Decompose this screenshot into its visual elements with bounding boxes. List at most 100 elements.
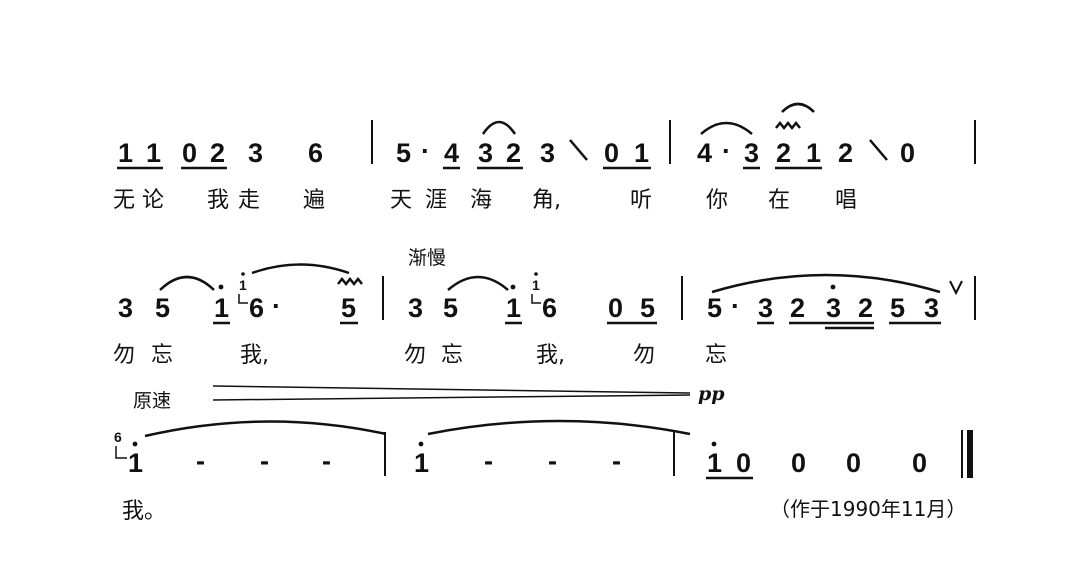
- note: 0: [912, 448, 927, 478]
- note: 3: [924, 293, 939, 323]
- slur: [159, 275, 215, 291]
- note: 1: [414, 448, 429, 478]
- lyric: 我,: [536, 343, 565, 368]
- note: 0: [182, 138, 197, 168]
- high-dot: [711, 441, 717, 447]
- slur: [427, 419, 691, 436]
- lyric: 涯: [425, 188, 447, 213]
- note: 2: [838, 138, 853, 168]
- lyric: 忘: [441, 343, 463, 368]
- slur: [781, 102, 815, 113]
- note: 2: [210, 138, 225, 168]
- dash: -: [612, 446, 621, 476]
- high-dot: [510, 284, 516, 290]
- lyric: 勿: [404, 343, 426, 368]
- breath-mark: [949, 280, 963, 296]
- lyric: 角,: [532, 188, 561, 213]
- note: 1: [128, 448, 143, 478]
- high-dot: [418, 441, 424, 447]
- lyric: 忘: [705, 343, 727, 368]
- diminuendo-hairpin: [212, 394, 691, 401]
- note: 6: [542, 293, 557, 323]
- note: 1: [707, 448, 722, 478]
- note: 3: [744, 138, 759, 168]
- system-1: 1 1 0 2 3 6 5 · 4 3 2 3 0 1 4 · 3 2 1 2 …: [113, 102, 976, 213]
- note: 1: [214, 293, 229, 323]
- lyric: 我,: [240, 343, 269, 368]
- breath-mark: [869, 139, 888, 161]
- dash: -: [484, 446, 493, 476]
- note: 0: [846, 448, 861, 478]
- lyric: 勿: [113, 343, 135, 368]
- note: 2: [790, 293, 805, 323]
- note: 6: [308, 138, 323, 168]
- grace-tie: [115, 446, 127, 459]
- lyric: 在: [768, 188, 790, 213]
- dash: -: [322, 446, 331, 476]
- high-dot: [830, 284, 836, 290]
- note: 1: [118, 138, 133, 168]
- slur: [447, 275, 509, 291]
- note: 3: [540, 138, 555, 168]
- note: 0: [900, 138, 915, 168]
- note: 1: [506, 293, 521, 323]
- note: 4: [444, 138, 459, 168]
- system-3: 原速 pp 6 1 - - - 1 - - - 1 0 0 0 0 我。 （作于…: [114, 383, 973, 524]
- note: 5: [640, 293, 655, 323]
- lyric: 你: [706, 188, 728, 213]
- note: 2: [776, 138, 791, 168]
- mordent-mark: [337, 276, 363, 287]
- lyric: 走: [238, 188, 260, 213]
- slur: [711, 273, 941, 294]
- composition-date-note: （作于1990年11月）: [770, 497, 966, 521]
- lyric: 听: [630, 188, 652, 213]
- breath-mark: [569, 139, 588, 161]
- note: 2: [506, 138, 521, 168]
- grace-tie: [531, 294, 541, 304]
- augmentation-dot: ·: [421, 136, 430, 166]
- tempo-mark-a-tempo: 原速: [133, 390, 171, 412]
- note: 0: [604, 138, 619, 168]
- augmentation-dot: ·: [731, 291, 740, 321]
- note: 5: [890, 293, 905, 323]
- lyric: 我。: [122, 499, 166, 524]
- note: 3: [408, 293, 423, 323]
- slur: [251, 263, 350, 275]
- grace-tie: [238, 294, 248, 304]
- lyric: 我: [207, 188, 229, 213]
- high-dot: [241, 272, 245, 276]
- note: 3: [826, 293, 841, 323]
- note: 5: [443, 293, 458, 323]
- lyric: 唱: [835, 188, 857, 213]
- note: 3: [478, 138, 493, 168]
- note: 5: [707, 293, 722, 323]
- slur: [700, 121, 753, 135]
- note: 0: [608, 293, 623, 323]
- dash: -: [548, 446, 557, 476]
- slur: [144, 420, 387, 438]
- lyric: 遍: [303, 188, 325, 213]
- note: 2: [858, 293, 873, 323]
- augmentation-dot: ·: [722, 136, 731, 166]
- grace-note: 6: [114, 429, 122, 445]
- dash: -: [260, 446, 269, 476]
- slur: [481, 120, 517, 135]
- high-dot: [218, 284, 224, 290]
- grace-note: 1: [532, 277, 540, 293]
- system-2: 渐慢 3 5 1 1 6 · 5 3 5 1 1 6 0 5 5 · 3 2: [113, 247, 976, 368]
- tempo-mark-ritardando: 渐慢: [408, 247, 446, 269]
- note: 3: [758, 293, 773, 323]
- note: 3: [248, 138, 263, 168]
- lyric: 论: [142, 188, 164, 213]
- high-dot: [132, 441, 138, 447]
- grace-note: 1: [239, 277, 247, 293]
- augmentation-dot: ·: [272, 291, 281, 321]
- note: 1: [634, 138, 649, 168]
- note: 4: [697, 138, 712, 168]
- note: 3: [118, 293, 133, 323]
- note: 6: [249, 293, 264, 323]
- diminuendo-hairpin: [212, 385, 691, 394]
- lyric: 无: [113, 188, 135, 213]
- mordent-mark: [775, 120, 801, 131]
